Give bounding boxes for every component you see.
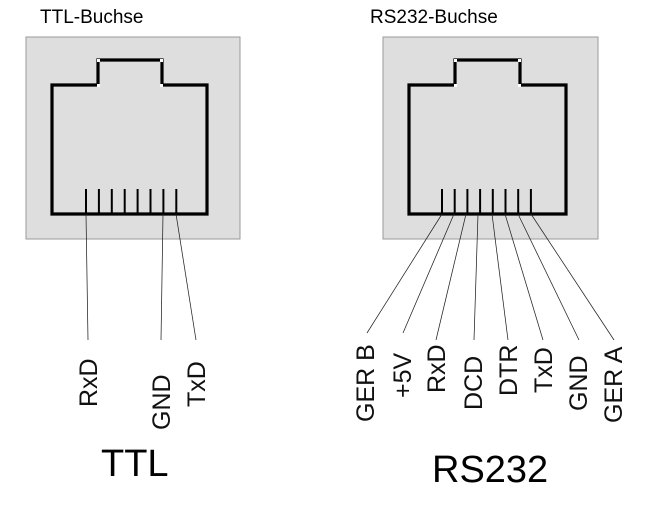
wire-ttl-gnd [160, 213, 164, 341]
ttl-jack-title: TTL-Buchse [40, 7, 143, 28]
wire-rs232-5v [402, 213, 455, 334]
ttl-jack-corner-dot [97, 84, 100, 87]
wire-rs232-ger-a [530, 213, 615, 341]
ttl-jack-panel [25, 36, 241, 240]
rs232-pin-label-ger-b: GER B [352, 344, 380, 422]
wire-rs232-ger-b [366, 213, 443, 334]
rs232-pin-label-ger-a: GER A [600, 346, 628, 423]
rs232-jack-title: RS232-Buchse [370, 7, 498, 28]
ttl-contacts [85, 189, 178, 214]
rs232-jack-corner-dot [518, 84, 521, 87]
wire-rs232-txd [504, 213, 544, 341]
rs232-pin-label-5v: +5V [389, 352, 417, 398]
wire-ttl-txd [175, 213, 197, 341]
rs232-wires [366, 213, 615, 341]
ttl-jack-corner-dot [97, 59, 100, 62]
wire-rs232-dtr [491, 213, 509, 341]
rs232-pin-label-txd: TxD [530, 347, 558, 393]
rs232-pin-label-rxd: RxD [423, 344, 451, 393]
rs232-jack-panel [382, 36, 599, 240]
rs232-label: RS232 [432, 449, 548, 491]
rs232-jack: RS232-Buchse [370, 7, 599, 240]
rs232-pin-label-dcd: DCD [460, 356, 488, 410]
ttl-label: TTL [101, 443, 169, 485]
rs232-jack-corner-dot [454, 84, 457, 87]
ttl-pin-label-txd: TxD [183, 361, 211, 407]
ttl-wires [85, 213, 197, 341]
wire-rs232-gnd [517, 213, 580, 341]
rs232-contacts [441, 189, 532, 214]
rs232-jack-corner-dot [518, 59, 521, 62]
ttl-jack-corner-dot [160, 59, 163, 62]
ttl-jack-corner-dot [160, 84, 163, 87]
wire-ttl-rxd [85, 213, 89, 341]
ttl-pin-label-gnd: GND [148, 374, 176, 430]
wire-rs232-rxd [435, 213, 467, 341]
rs232-pin-labels: GER B +5V RxD DCD DTR TxD GND GER A [352, 344, 628, 423]
rs232-pin-label-dtr: DTR [495, 345, 523, 396]
rs232-pin-label-gnd: GND [565, 355, 593, 411]
ttl-pin-labels: RxD GND TxD [75, 358, 211, 430]
ttl-jack: TTL-Buchse [25, 7, 241, 240]
wire-rs232-dcd [473, 213, 479, 341]
ttl-pin-label-rxd: RxD [75, 358, 103, 407]
rs232-jack-corner-dot [454, 59, 457, 62]
